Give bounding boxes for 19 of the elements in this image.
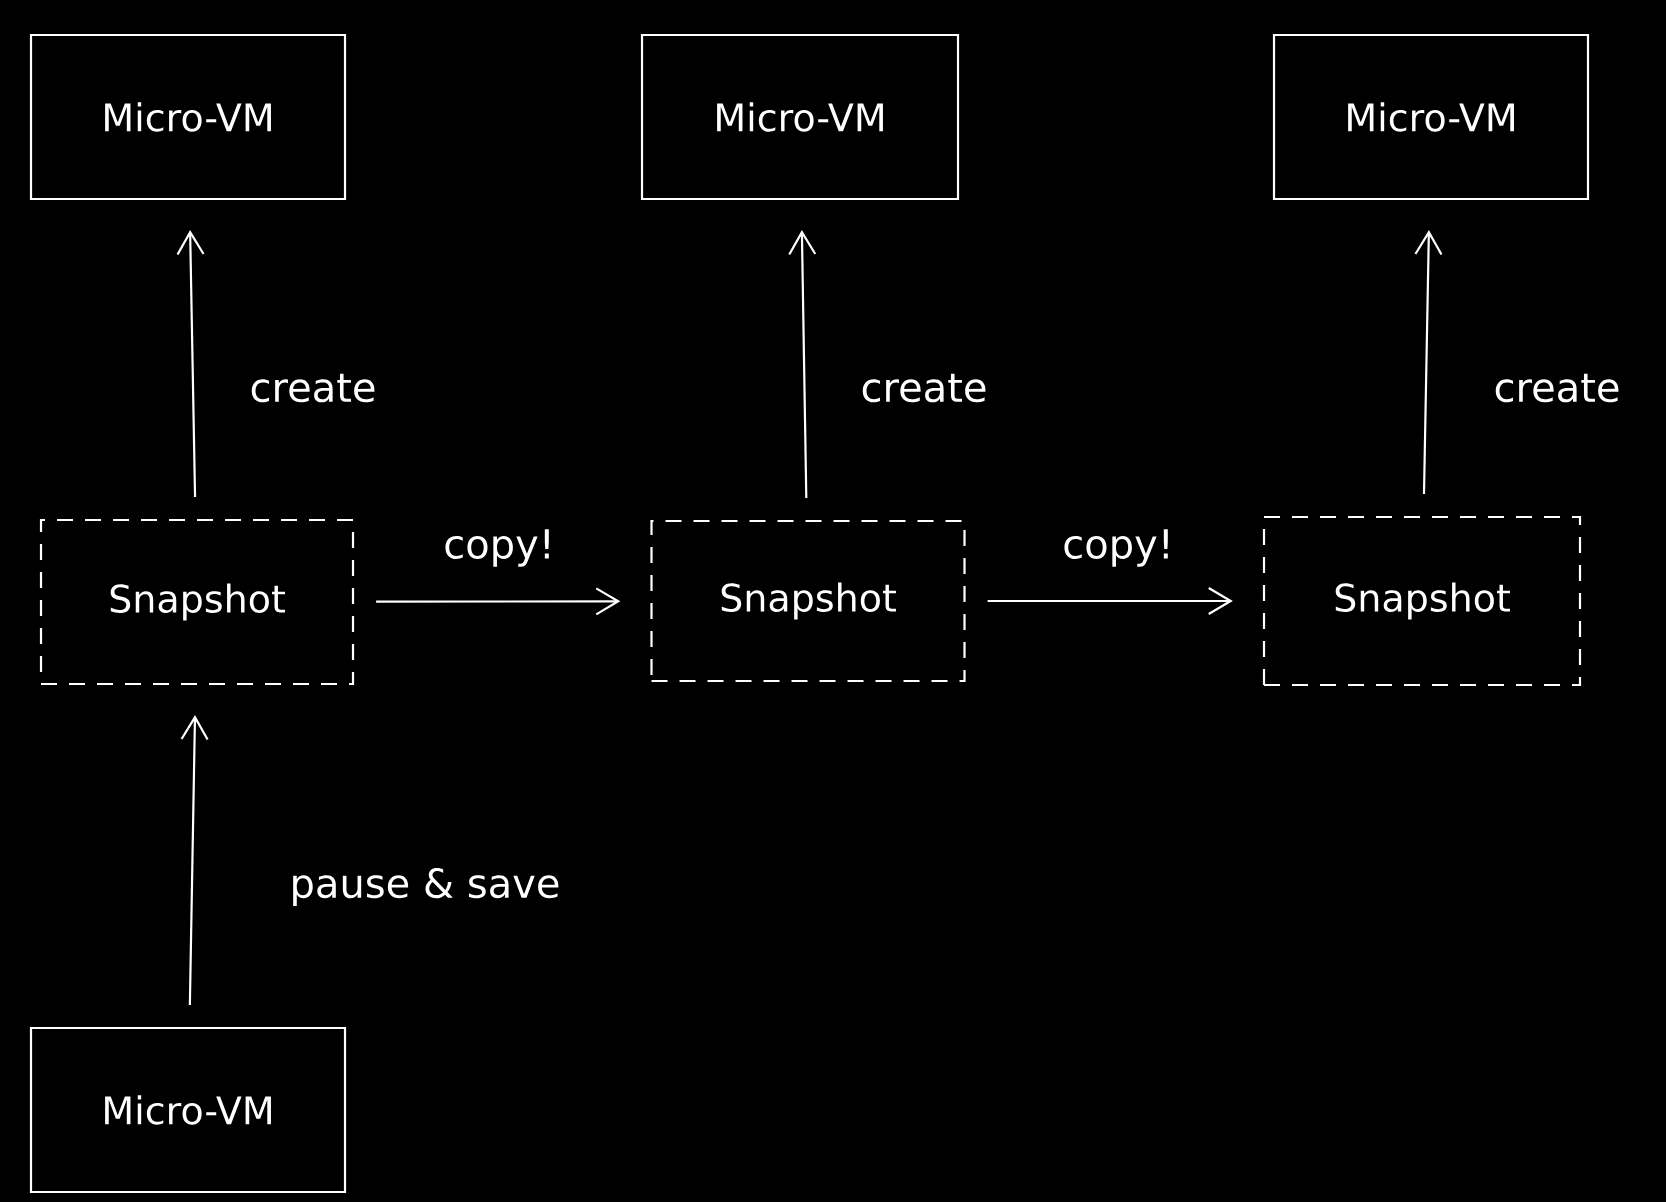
box: Micro-VM — [640, 33, 960, 201]
dashed-box: Snapshot — [650, 519, 966, 683]
edge-label: create — [862, 373, 986, 403]
edge-label: create — [251, 373, 375, 403]
arrow — [180, 715, 209, 1005]
edge-label: create — [1495, 373, 1619, 403]
box: Micro-VM — [29, 1026, 347, 1194]
arrow — [176, 230, 205, 497]
edge-label: copy! — [445, 529, 549, 567]
box: Micro-VM — [1272, 33, 1590, 201]
edge-label: copy! — [1064, 529, 1168, 567]
arrow — [788, 230, 817, 498]
arrow — [376, 587, 621, 616]
dashed-box: Snapshot — [1262, 515, 1582, 687]
edge-label: pause & save — [293, 868, 559, 906]
arrow — [987, 587, 1233, 615]
arrow — [1414, 230, 1443, 494]
box: Micro-VM — [29, 33, 347, 201]
dashed-box: Snapshot — [39, 518, 355, 686]
